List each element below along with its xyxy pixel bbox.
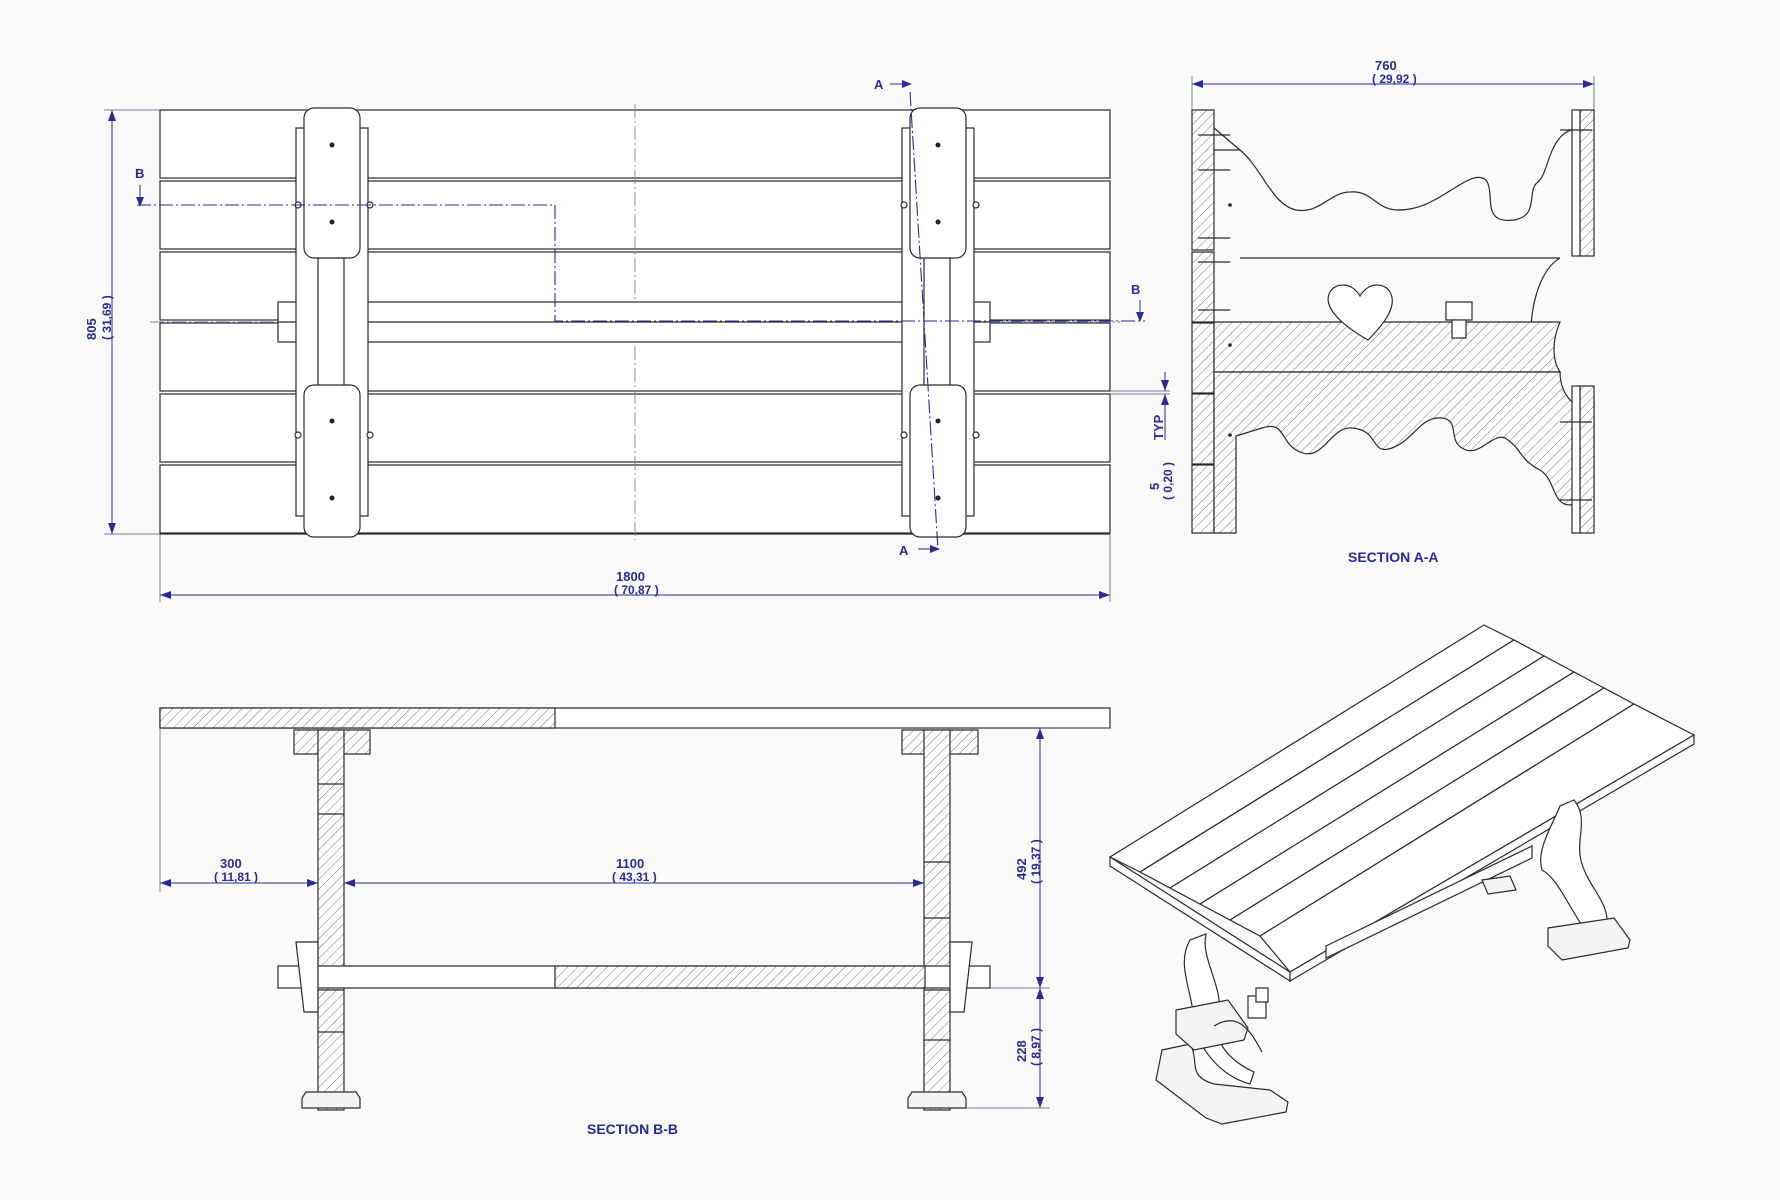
section-a-plank	[1191, 109, 1215, 251]
leg-span-mm: 760	[1375, 58, 1397, 73]
section-b-title: SECTION B-B	[587, 1121, 678, 1137]
section-b-view: 300 ( 11,81 ) 1100 ( 43,31 ) 492 ( 19,37…	[159, 707, 1111, 1137]
nails	[1198, 129, 1592, 501]
lower-height-mm: 228	[1014, 1040, 1029, 1062]
cut-label-a-bottom: A	[899, 543, 909, 558]
upper-height-mm: 492	[1014, 858, 1029, 880]
width-dimension: 805 ( 31,69 )	[84, 109, 160, 535]
section-a-view: 760 ( 29,92 ) 5 ( 0,20 ) TYP SECTION A-A	[1110, 58, 1595, 565]
iso-stretcher	[1325, 845, 1533, 959]
iso-foot-near	[1155, 1043, 1289, 1125]
cut-label-a-top: A	[874, 77, 884, 92]
upper-height-dimension: 492 ( 19,37 )	[966, 727, 1110, 1109]
overhang-dimension: 300 ( 11,81 )	[159, 728, 318, 892]
lower-height-dimension: 228 ( 8,97 )	[1014, 988, 1044, 1108]
cut-label-b-left: B	[135, 166, 144, 181]
section-line-b: B B	[135, 166, 1145, 322]
foot-left	[301, 1091, 361, 1109]
leg-span-dimension: 760 ( 29,92 )	[1191, 58, 1595, 110]
wedge-key	[1445, 301, 1473, 321]
lower-height-in: ( 8,97 )	[1029, 1028, 1043, 1066]
left-leg-assembly	[294, 107, 374, 538]
width-in: ( 31,69 )	[100, 295, 114, 340]
iso-foot-left	[1175, 999, 1249, 1051]
foot-right	[907, 1091, 967, 1109]
length-dimension: 1800 ( 70,87 )	[159, 534, 1111, 602]
length-in: ( 70,87 )	[614, 583, 659, 597]
width-mm: 805	[84, 318, 99, 340]
overhang-in: ( 11,81 )	[214, 870, 258, 884]
right-foot-upper	[1579, 109, 1595, 257]
isometric-view	[1108, 624, 1696, 1125]
gap-dimension: 5 ( 0,20 ) TYP	[1110, 372, 1175, 500]
leg-spacing-mm: 1100	[616, 856, 644, 871]
leg-spacing-dimension: 1100 ( 43,31 )	[344, 856, 924, 887]
right-foot-lower	[1579, 385, 1595, 534]
cut-label-b-right: B	[1131, 282, 1140, 297]
gap-mm: 5	[1147, 483, 1162, 490]
wedge-right	[949, 941, 973, 1013]
leg-spacing-in: ( 43,31 )	[612, 870, 657, 884]
stretcher-section	[1213, 321, 1562, 373]
heart-cutout	[1327, 284, 1393, 341]
leg-span-in: ( 29,92 )	[1372, 72, 1417, 86]
leg-right-section	[923, 729, 951, 1111]
leg-left-section	[317, 729, 345, 1111]
upper-height-in: ( 19,37 )	[1029, 839, 1043, 884]
gap-note: TYP	[1151, 414, 1166, 440]
section-a-title: SECTION A-A	[1348, 549, 1438, 565]
top-view: A A B B 805 ( 31,69 )	[84, 77, 1145, 602]
gap-in: ( 0,20 )	[1161, 462, 1175, 500]
right-leg-assembly	[900, 107, 980, 538]
overhang-mm: 300	[220, 856, 242, 871]
wedge-left	[295, 941, 319, 1013]
iso-tabletop	[1108, 624, 1696, 983]
length-mm: 1800	[616, 569, 645, 584]
leg-section	[1213, 371, 1595, 534]
